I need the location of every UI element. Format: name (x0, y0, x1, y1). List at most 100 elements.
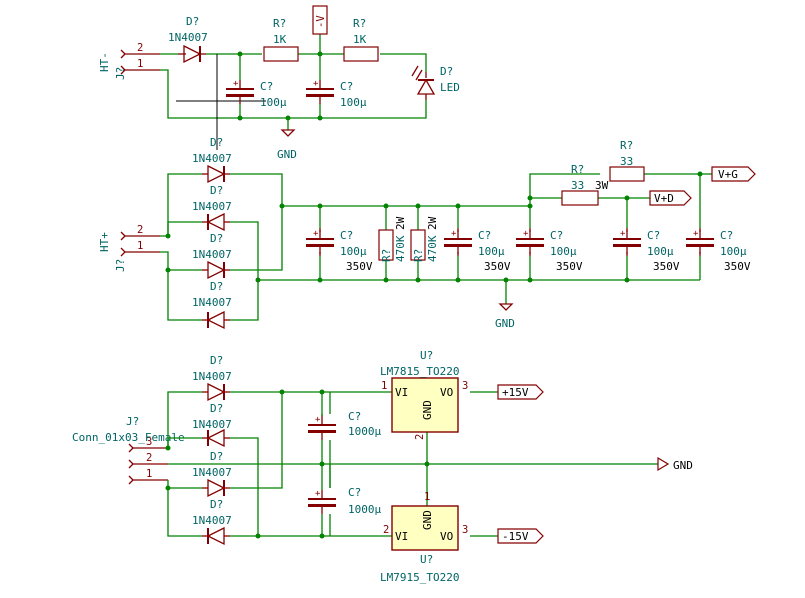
ht-plus-diode-4-ref: D? (210, 280, 223, 293)
lv-diode-3[interactable]: D? 1N4007 (192, 450, 232, 497)
lv-cap-top[interactable]: C? 1000µ (307, 392, 381, 464)
ht-plus-cap-1[interactable]: C? 100µ 350V (305, 228, 373, 273)
ht-plus-r-g-ref: R? (620, 139, 633, 152)
ht-plus-diode-3-ref: D? (210, 232, 223, 245)
ht-plus-bleeder-1[interactable]: R? 470K 2W (378, 216, 407, 262)
ht-minus-probe[interactable]: -V (312, 5, 328, 35)
lv-cap-top-ref: C? (348, 410, 361, 423)
ht-plus-cap-4-voltage: 350V (653, 260, 680, 273)
ht-minus-led-ref: D? (440, 65, 453, 78)
regulator-lm7915[interactable]: U? LM7915_TO220 VI VO GND 2 1 3 (380, 491, 468, 584)
lv-diode-1-ref: D? (210, 354, 223, 367)
lv-diode-2-value: 1N4007 (192, 418, 232, 431)
ht-plus-diode-2-value: 1N4007 (192, 200, 232, 213)
ht-plus-section: 2 1 HT+ J? (98, 136, 756, 330)
lv-diode-2-ref: D? (210, 402, 223, 415)
ht-plus-r-d-power: 3W (595, 179, 609, 192)
ht-plus-cap-3-value: 100µ (550, 245, 577, 258)
lv-connector-ref: J? (126, 415, 139, 428)
ht-plus-cap-5-value: 100µ (720, 245, 747, 258)
lv-diode-4-ref: D? (210, 498, 223, 511)
lv-diode-4[interactable]: D? 1N4007 (192, 498, 232, 545)
net-label-v-plus-g[interactable]: V+G (711, 166, 756, 182)
ht-plus-pin-2: 2 (137, 224, 143, 236)
ht-plus-cap-2-ref: C? (478, 229, 491, 242)
ht-plus-pin-1: 1 (137, 240, 143, 252)
lv-gnd-label: GND (673, 459, 693, 472)
net-label-minus-15v-text: -15V (502, 530, 529, 543)
lm7815-gnd: GND (421, 400, 434, 420)
lv-cap-top-value: 1000µ (348, 425, 381, 438)
ht-plus-r-g-value: 33 (620, 155, 633, 168)
ht-plus-diode-4[interactable]: D? 1N4007 (192, 280, 232, 329)
ht-plus-cap-5-voltage: 350V (724, 260, 751, 273)
ht-plus-cap-4[interactable]: C? 100µ 350V (612, 228, 680, 273)
ht-minus-led-value: LED (440, 81, 460, 94)
regulator-lm7815[interactable]: U? LM7815_TO220 VI VO GND 1 2 3 (380, 349, 468, 440)
lv-pin-1: 1 (146, 468, 152, 480)
ht-minus-diode-value: 1N4007 (168, 31, 208, 44)
ht-plus-diode-1[interactable]: D? 1N4007 (192, 136, 232, 183)
ht-plus-gnd-label: GND (495, 317, 515, 330)
lv-diode-2[interactable]: D? 1N4007 (192, 402, 232, 447)
lv-diode-3-value: 1N4007 (192, 466, 232, 479)
lm7915-value: LM7915_TO220 (380, 571, 459, 584)
ht-plus-diode-3-value: 1N4007 (192, 248, 232, 261)
ht-plus-diode-1-value: 1N4007 (192, 152, 232, 165)
ht-plus-cap-5[interactable]: C? 100µ 350V (685, 228, 751, 273)
ht-minus-c1[interactable]: C? 100µ (225, 78, 287, 109)
ht-plus-cap-3-voltage: 350V (556, 260, 583, 273)
net-label-plus-15v[interactable]: +15V (497, 384, 544, 400)
ht-plus-cap-1-value: 100µ (340, 245, 367, 258)
ht-plus-cap-2[interactable]: C? 100µ 350V (443, 228, 511, 273)
ht-plus-cap-3-ref: C? (550, 229, 563, 242)
ht-minus-r2[interactable]: R? 1K (343, 17, 379, 62)
net-label-minus-15v[interactable]: -15V (497, 528, 544, 544)
ht-minus-r1-ref: R? (273, 17, 286, 30)
ht-plus-diode-4-value: 1N4007 (192, 296, 232, 309)
ht-minus-connector-ref: J? (114, 67, 127, 80)
ht-minus-gnd-symbol: GND (277, 129, 297, 161)
lv-diode-1[interactable]: D? 1N4007 (192, 354, 232, 401)
lm7915-ref: U? (420, 553, 433, 566)
ht-plus-cap-1-voltage: 350V (346, 260, 373, 273)
lv-connector-value: Conn_01x03_Female (72, 431, 185, 444)
lv-cap-bottom-value: 1000µ (348, 503, 381, 516)
ht-minus-led[interactable]: D? LED (411, 65, 460, 100)
lv-pin-3: 3 (146, 436, 152, 448)
ht-minus-c1-ref: C? (260, 80, 273, 93)
ht-minus-c1-value: 100µ (260, 96, 287, 109)
lv-gnd-port[interactable]: GND (657, 456, 693, 472)
ht-plus-diode-3[interactable]: D? 1N4007 (192, 232, 232, 279)
ht-plus-connector[interactable]: 2 1 HT+ J? (98, 224, 160, 272)
lv-cap-bottom[interactable]: C? 1000µ (307, 464, 381, 536)
low-voltage-section: 3 2 1 J? Conn_01x03_Female D? 1N40 (72, 349, 693, 584)
lm7915-gnd: GND (421, 510, 434, 530)
ht-plus-cap-2-voltage: 350V (484, 260, 511, 273)
ht-minus-c2[interactable]: C? 100µ (305, 78, 367, 109)
ht-minus-diode[interactable]: D? 1N4007 (168, 15, 208, 63)
lv-diode-1-value: 1N4007 (192, 370, 232, 383)
ht-plus-cap-4-value: 100µ (647, 245, 674, 258)
ht-plus-r-d[interactable]: R? 33 3W (561, 163, 609, 206)
ht-minus-r1[interactable]: R? 1K (263, 17, 299, 62)
ht-minus-c2-value: 100µ (340, 96, 367, 109)
ht-plus-cap-3[interactable]: C? 100µ 350V (515, 228, 583, 273)
lm7815-value: LM7815_TO220 (380, 365, 459, 378)
ht-plus-diode-2[interactable]: D? 1N4007 (192, 184, 232, 231)
ht-minus-connector[interactable]: 2 1 HT- J? (98, 42, 160, 80)
net-label-v-plus-d[interactable]: V+D (649, 190, 692, 206)
ht-minus-c2-ref: C? (340, 80, 353, 93)
net-label-plus-15v-text: +15V (502, 386, 529, 399)
ht-plus-cap-4-ref: C? (647, 229, 660, 242)
ht-plus-r-g[interactable]: R? 33 (609, 139, 645, 182)
ht-plus-bleeder-1-ref: R? (380, 249, 393, 262)
ht-plus-connector-label: HT+ (98, 232, 111, 252)
lm7915-vi: VI (395, 530, 408, 543)
lv-connector[interactable]: 3 2 1 J? Conn_01x03_Female (72, 415, 185, 485)
ht-plus-bleeder-2[interactable]: R? 470K 2W (410, 216, 439, 262)
lm7815-pin-gnd: 2 (414, 434, 426, 440)
lv-diode-3-ref: D? (210, 450, 223, 463)
lm7815-pin-out: 3 (462, 380, 468, 392)
